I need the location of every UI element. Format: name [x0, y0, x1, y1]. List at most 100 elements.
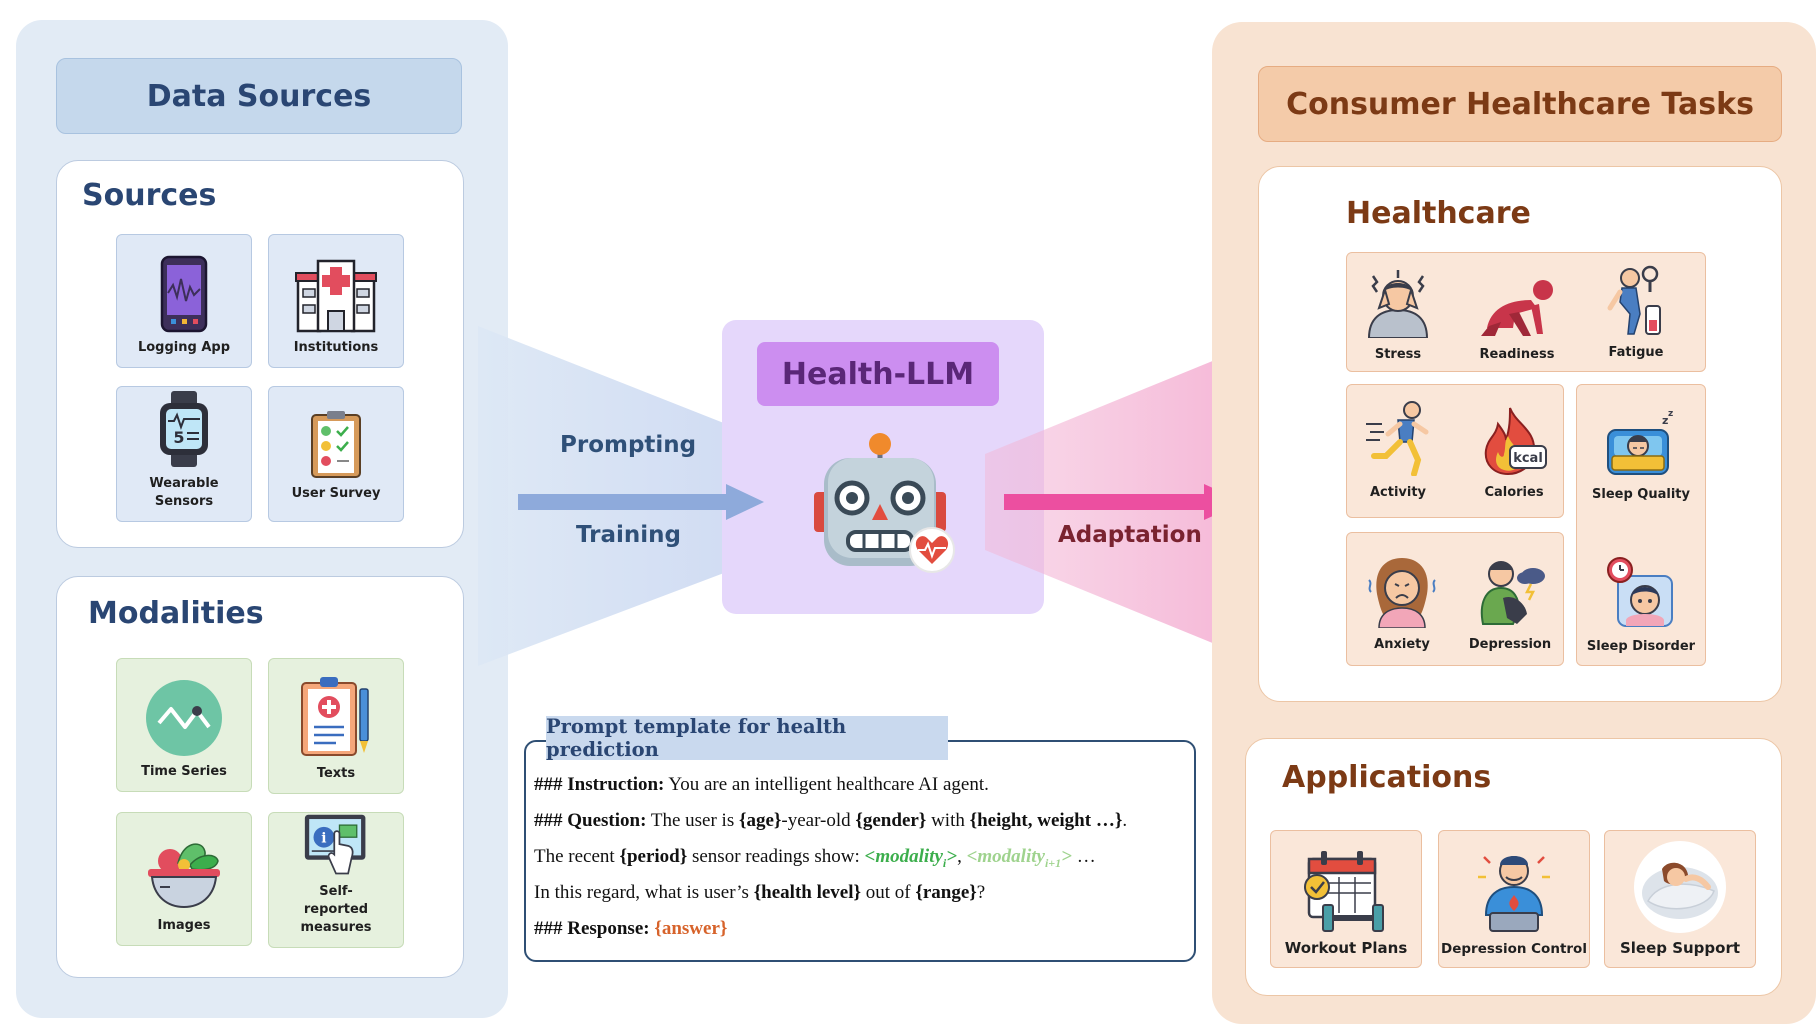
- task-readiness: Readiness: [1458, 252, 1576, 364]
- time-series-icon: [146, 680, 222, 756]
- kcal-text: kcal: [1513, 451, 1543, 466]
- watch-display-digit: 5: [173, 428, 184, 447]
- task-activity: Activity: [1346, 384, 1450, 502]
- app-label-sleep-support: Sleep Support: [1619, 939, 1741, 957]
- readings-comma: ,: [957, 846, 967, 867]
- task-sleep-disorder: Sleep Disorder: [1576, 532, 1706, 656]
- prompt-line-question: ### Question: The user is {age}-year-old…: [534, 810, 1127, 832]
- svg-text:z: z: [1662, 414, 1668, 427]
- anxious-woman-icon: [1368, 558, 1436, 628]
- task-anxiety: Anxiety: [1346, 532, 1458, 654]
- health-llm-title: Health-LLM: [757, 342, 999, 406]
- depressed-person-icon: [1480, 561, 1545, 625]
- food-bowl-icon: [148, 843, 220, 909]
- prompt-template-title: Prompt template for health prediction: [546, 715, 948, 761]
- sources-title: Sources: [82, 178, 217, 213]
- answer-placeholder: {answer}: [654, 918, 728, 939]
- task-label-fatigue: Fatigue: [1608, 345, 1664, 360]
- healthcare-title: Healthcare: [1346, 196, 1531, 231]
- app-depression-control: Depression Control: [1438, 830, 1590, 968]
- svg-text:z: z: [1668, 409, 1673, 419]
- app-label-workout-plans: Workout Plans: [1284, 939, 1408, 957]
- prompt-line-response: ### Response: {answer}: [534, 918, 727, 940]
- question-heading: ### Question:: [534, 810, 647, 831]
- modality-label-self-reported: Self-reported measures: [300, 884, 372, 935]
- readings-text-2: sensor readings show:: [687, 846, 865, 867]
- instruction-heading: ### Instruction:: [534, 774, 665, 795]
- adaptation-label: Adaptation: [1058, 522, 1202, 548]
- task-depression: Depression: [1460, 532, 1560, 654]
- readings-text-1: The recent: [534, 846, 620, 867]
- sleeping-person-icon: z z: [1607, 409, 1673, 475]
- modality-tile-self-reported: i Self-reported measures: [268, 812, 404, 948]
- modality-tile-texts: Texts: [268, 658, 404, 794]
- source-tile-user-survey: User Survey: [268, 386, 404, 522]
- smartphone-icon: [160, 255, 208, 333]
- task-label-sleep-quality: Sleep Quality: [1592, 487, 1690, 502]
- modalities-title: Modalities: [88, 596, 264, 631]
- gender-placeholder: {gender}: [855, 810, 927, 831]
- range-placeholder: {range}: [915, 882, 977, 903]
- meditating-person-icon: [1478, 856, 1550, 932]
- instruction-text: You are an intelligent healthcare AI age…: [664, 774, 989, 795]
- modality-i-token: <modalityi>: [864, 846, 958, 870]
- sleepless-person-icon: [1607, 557, 1673, 627]
- modality-i1-text: <modality: [966, 846, 1045, 867]
- modality-label-images: Images: [157, 918, 211, 933]
- adaptation-arrow: [1004, 484, 1244, 520]
- modality-tile-time-series: Time Series: [116, 658, 252, 792]
- task-label-anxiety: Anxiety: [1374, 637, 1430, 652]
- prompt-line-instruction: ### Instruction: You are an intelligent …: [534, 774, 989, 796]
- age-placeholder: {age}: [738, 810, 782, 831]
- prompt-template-box: [524, 740, 1196, 962]
- modality-i-subscript: i: [942, 855, 947, 870]
- source-tile-wearable-sensors: 5 Wearable Sensors: [116, 386, 252, 522]
- modality-i-close: >: [946, 846, 958, 867]
- prompt-line-readings: The recent {period} sensor readings show…: [534, 846, 1096, 871]
- task-label-depression: Depression: [1468, 637, 1552, 652]
- task-calories: kcal Calories: [1462, 384, 1566, 502]
- source-label-institutions: Institutions: [293, 340, 379, 355]
- task-label-sleep-disorder: Sleep Disorder: [1586, 639, 1696, 654]
- modality-i1-close: >: [1061, 846, 1072, 867]
- source-label-logging-app: Logging App: [137, 340, 231, 355]
- svg-text:i: i: [321, 830, 326, 846]
- task-label-calories: Calories: [1484, 485, 1544, 500]
- prompting-label: Prompting: [560, 432, 697, 458]
- stressed-person-icon: [1367, 270, 1429, 338]
- survey-clipboard-icon: [311, 411, 361, 478]
- question-text-1: The user is: [646, 810, 739, 831]
- calendar-dumbbell-icon: [1304, 851, 1384, 932]
- data-sources-header: Data Sources: [56, 58, 462, 134]
- source-label-user-survey: User Survey: [291, 486, 381, 501]
- task-label-stress: Stress: [1374, 347, 1422, 362]
- task-stress: Stress: [1346, 252, 1450, 364]
- modality-i-text: <modality: [864, 846, 943, 867]
- modality-i1-subscript: i+1: [1044, 855, 1062, 870]
- task-label-readiness: Readiness: [1479, 347, 1555, 362]
- training-arrow: [518, 484, 764, 520]
- question-text-3: with: [926, 810, 970, 831]
- hospital-icon: [295, 259, 377, 333]
- question-text-4: .: [1122, 810, 1128, 831]
- level-text-3: ?: [976, 882, 986, 903]
- training-label: Training: [576, 522, 682, 548]
- height-weight-placeholder: {height, weight …}: [969, 810, 1123, 831]
- sleeping-woman-icon: [1634, 841, 1726, 933]
- readings-ellipsis: …: [1071, 846, 1096, 867]
- modality-label-time-series: Time Series: [141, 764, 227, 779]
- app-label-depression-control: Depression Control: [1441, 941, 1587, 957]
- modality-tile-images: Images: [116, 812, 252, 946]
- applications-title: Applications: [1282, 760, 1492, 795]
- source-tile-institutions: Institutions: [268, 234, 404, 368]
- source-tile-logging-app: Logging App: [116, 234, 252, 368]
- level-text-2: out of: [861, 882, 916, 903]
- medical-document-icon: [301, 677, 369, 756]
- task-sleep-quality: z z Sleep Quality: [1576, 384, 1706, 504]
- task-label-activity: Activity: [1369, 485, 1427, 500]
- prompt-line-health-level: In this regard, what is user’s {health l…: [534, 882, 985, 904]
- health-level-placeholder: {health level}: [753, 882, 862, 903]
- modality-label-texts: Texts: [316, 766, 356, 781]
- consumer-tasks-header: Consumer Healthcare Tasks: [1258, 66, 1782, 142]
- app-workout-plans: Workout Plans: [1270, 830, 1422, 968]
